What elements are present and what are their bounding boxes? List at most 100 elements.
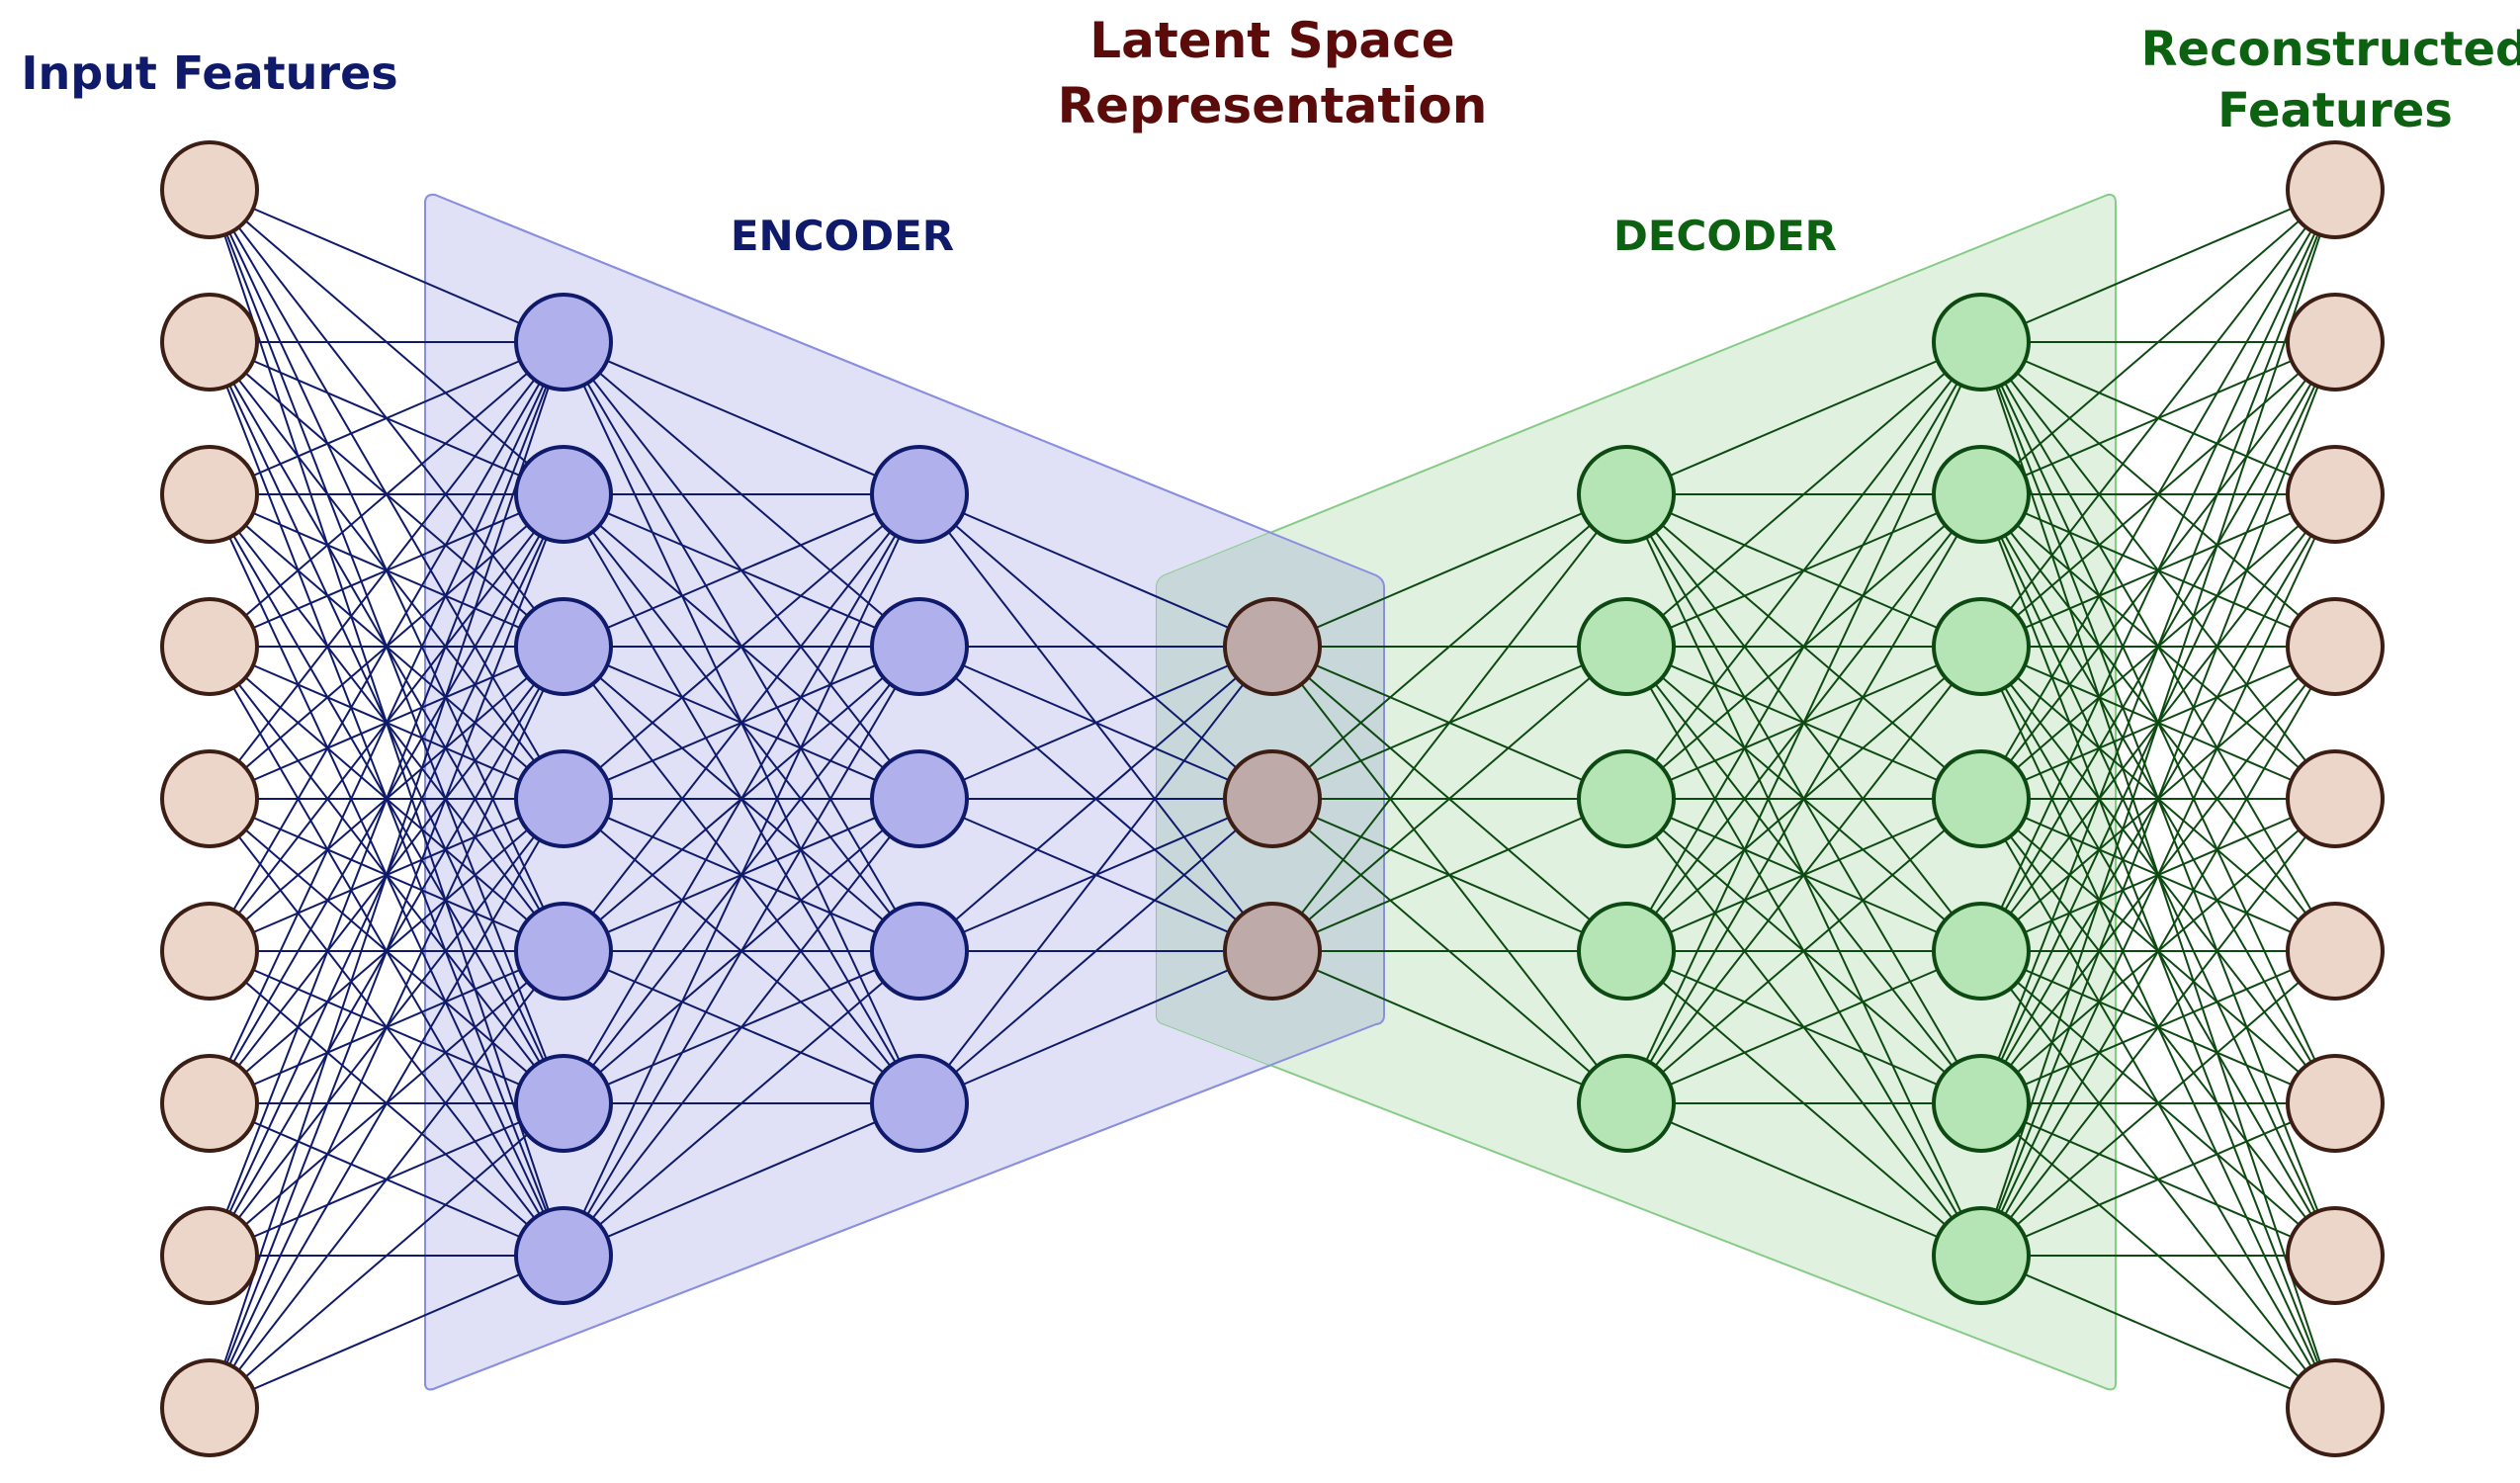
edge-encoder-hidden-1-5-to-encoder-hidden-2-0: [563, 493, 920, 1104]
edge-decoder-hidden-2-6-to-output-2: [1980, 493, 2336, 1257]
encoder-hidden-2-node-5: [870, 1054, 969, 1153]
decoder-hidden-2-node-5: [1932, 902, 2031, 1001]
edge-decoder-hidden-1-4-to-decoder-hidden-2-1: [1625, 493, 1982, 1104]
edge-decoder-hidden-2-6-to-output-0: [1980, 189, 2336, 1257]
edge-input-8-to-encoder-hidden-1-4: [209, 950, 565, 1409]
encoder-hidden-2-node-3: [870, 749, 969, 848]
edge-encoder-hidden-1-2-to-encoder-hidden-2-0: [563, 493, 920, 648]
edge-encoder-hidden-2-2-to-latent-0: [918, 646, 1273, 800]
edge-decoder-hidden-2-6-to-output-6: [1980, 1102, 2336, 1257]
edge-encoder-hidden-2-4-to-latent-1: [918, 798, 1273, 1104]
output-node-2: [2286, 293, 2385, 392]
edge-decoder-hidden-1-1-to-decoder-hidden-2-0: [1625, 341, 1982, 648]
latent-node-2: [1223, 749, 1322, 848]
decoder-hidden-1-node-1: [1577, 445, 1676, 544]
edge-decoder-hidden-1-2-to-decoder-hidden-2-0: [1625, 341, 1982, 800]
output-node-8: [2286, 1206, 2385, 1305]
latent-node-3: [1223, 902, 1322, 1001]
encoder-hidden-2-node-1: [870, 445, 969, 544]
edge-decoder-hidden-1-4-to-decoder-hidden-2-4: [1625, 950, 1982, 1104]
edge-encoder-hidden-1-6-to-encoder-hidden-2-4: [563, 1102, 920, 1257]
edge-decoder-hidden-1-4-to-decoder-hidden-2-6: [1625, 1102, 1982, 1257]
encoder-hidden-2-node-4: [870, 902, 969, 1001]
edge-decoder-hidden-2-6-to-output-4: [1980, 798, 2336, 1257]
encoder-hidden-1-node-5: [514, 902, 613, 1001]
edge-input-3-to-encoder-hidden-1-0: [209, 341, 565, 648]
input-node-5: [160, 749, 259, 848]
reconstructed-features-label-line2: Features: [2217, 83, 2453, 138]
encoder-hidden-1-node-2: [514, 445, 613, 544]
decoder-hidden-2-node-6: [1932, 1054, 2031, 1153]
decoder-label: DECODER: [1613, 212, 1837, 260]
input-node-8: [160, 1206, 259, 1305]
edge-encoder-hidden-1-6-to-encoder-hidden-2-3: [563, 950, 920, 1257]
latent-node-1: [1223, 597, 1322, 696]
decoder-hidden-2-node-7: [1932, 1206, 2031, 1305]
edge-encoder-hidden-1-4-to-encoder-hidden-2-0: [563, 493, 920, 952]
decoder-hidden-2-node-4: [1932, 749, 2031, 848]
decoder-hidden-2-node-1: [1932, 293, 2031, 392]
edge-decoder-hidden-2-2-to-output-0: [1980, 189, 2336, 648]
edge-encoder-hidden-2-0-to-latent-0: [918, 493, 1273, 648]
decoder-hidden-1-node-3: [1577, 749, 1676, 848]
edge-decoder-hidden-2-6-to-output-3: [1980, 646, 2336, 1257]
decoder-hidden-1-node-4: [1577, 902, 1676, 1001]
edge-encoder-hidden-1-3-to-encoder-hidden-2-0: [563, 493, 920, 800]
edge-decoder-hidden-2-5-to-output-0: [1980, 189, 2336, 1104]
input-node-6: [160, 902, 259, 1001]
edge-input-0-to-encoder-hidden-1-0: [209, 189, 565, 343]
decoder-hidden-2-node-2: [1932, 445, 2031, 544]
reconstructed-features-label-line1: Reconstructed: [2141, 22, 2520, 77]
edge-input-8-to-encoder-hidden-1-0: [209, 341, 565, 1409]
edge-latent-2-to-decoder-hidden-1-1: [1271, 646, 1627, 952]
edge-input-8-to-encoder-hidden-1-1: [209, 493, 565, 1409]
encoder-region-outline: [424, 193, 1385, 1391]
edge-input-8-to-encoder-hidden-1-2: [209, 646, 565, 1409]
input-node-7: [160, 1054, 259, 1153]
input-node-4: [160, 597, 259, 696]
edge-decoder-hidden-1-4-to-decoder-hidden-2-2: [1625, 646, 1982, 1104]
encoder-label: ENCODER: [731, 212, 954, 260]
edge-decoder-hidden-2-4-to-output-0: [1980, 189, 2336, 952]
edge-decoder-hidden-1-0-to-decoder-hidden-2-0: [1625, 341, 1982, 495]
output-node-7: [2286, 1054, 2385, 1153]
edge-encoder-hidden-1-0-to-encoder-hidden-2-0: [563, 341, 920, 495]
output-node-1: [2286, 140, 2385, 239]
edge-input-8-to-encoder-hidden-1-5: [209, 1102, 565, 1409]
edge-encoder-hidden-2-3-to-latent-0: [918, 646, 1273, 952]
edge-encoder-hidden-2-4-to-latent-2: [918, 950, 1273, 1104]
edge-decoder-hidden-2-3-to-output-0: [1980, 189, 2336, 800]
input-node-9: [160, 1358, 259, 1457]
latent-space-label-line2: Representation: [1058, 77, 1488, 134]
edge-decoder-hidden-1-4-to-decoder-hidden-2-0: [1625, 341, 1982, 1104]
edge-input-4-to-encoder-hidden-1-0: [209, 341, 565, 800]
latent-space-label-line1: Latent Space: [1089, 12, 1454, 69]
nodes: [160, 140, 2385, 1457]
edge-input-8-to-encoder-hidden-1-3: [209, 798, 565, 1409]
edge-encoder-hidden-1-6-to-encoder-hidden-2-2: [563, 798, 920, 1257]
decoder-hidden-2-node-3: [1932, 597, 2031, 696]
output-node-4: [2286, 597, 2385, 696]
edge-input-8-to-encoder-hidden-1-6: [209, 1255, 565, 1409]
edge-latent-0-to-decoder-hidden-1-0: [1271, 493, 1627, 648]
output-node-6: [2286, 902, 2385, 1001]
edge-input-6-to-encoder-hidden-1-0: [209, 341, 565, 1104]
edge-decoder-hidden-1-4-to-decoder-hidden-2-3: [1625, 798, 1982, 1104]
connections: [209, 189, 2336, 1409]
labels: Input Features Latent Space Representati…: [21, 12, 2520, 260]
edge-encoder-hidden-1-6-to-encoder-hidden-2-1: [563, 646, 920, 1257]
encoder-hidden-1-node-4: [514, 749, 613, 848]
edge-decoder-hidden-2-0-to-output-0: [1980, 189, 2336, 343]
edge-input-7-to-encoder-hidden-1-0: [209, 341, 565, 1257]
encoder-hidden-1-node-6: [514, 1054, 613, 1153]
edge-decoder-hidden-2-1-to-output-0: [1980, 189, 2336, 495]
decoder-hidden-1-node-5: [1577, 1054, 1676, 1153]
decoder-hidden-1-node-2: [1577, 597, 1676, 696]
input-node-1: [160, 140, 259, 239]
encoder-hidden-2-node-2: [870, 597, 969, 696]
output-node-5: [2286, 749, 2385, 848]
edge-decoder-hidden-2-6-to-output-5: [1980, 950, 2336, 1257]
input-node-3: [160, 445, 259, 544]
encoder-hidden-1-node-1: [514, 293, 613, 392]
edge-input-5-to-encoder-hidden-1-0: [209, 341, 565, 952]
